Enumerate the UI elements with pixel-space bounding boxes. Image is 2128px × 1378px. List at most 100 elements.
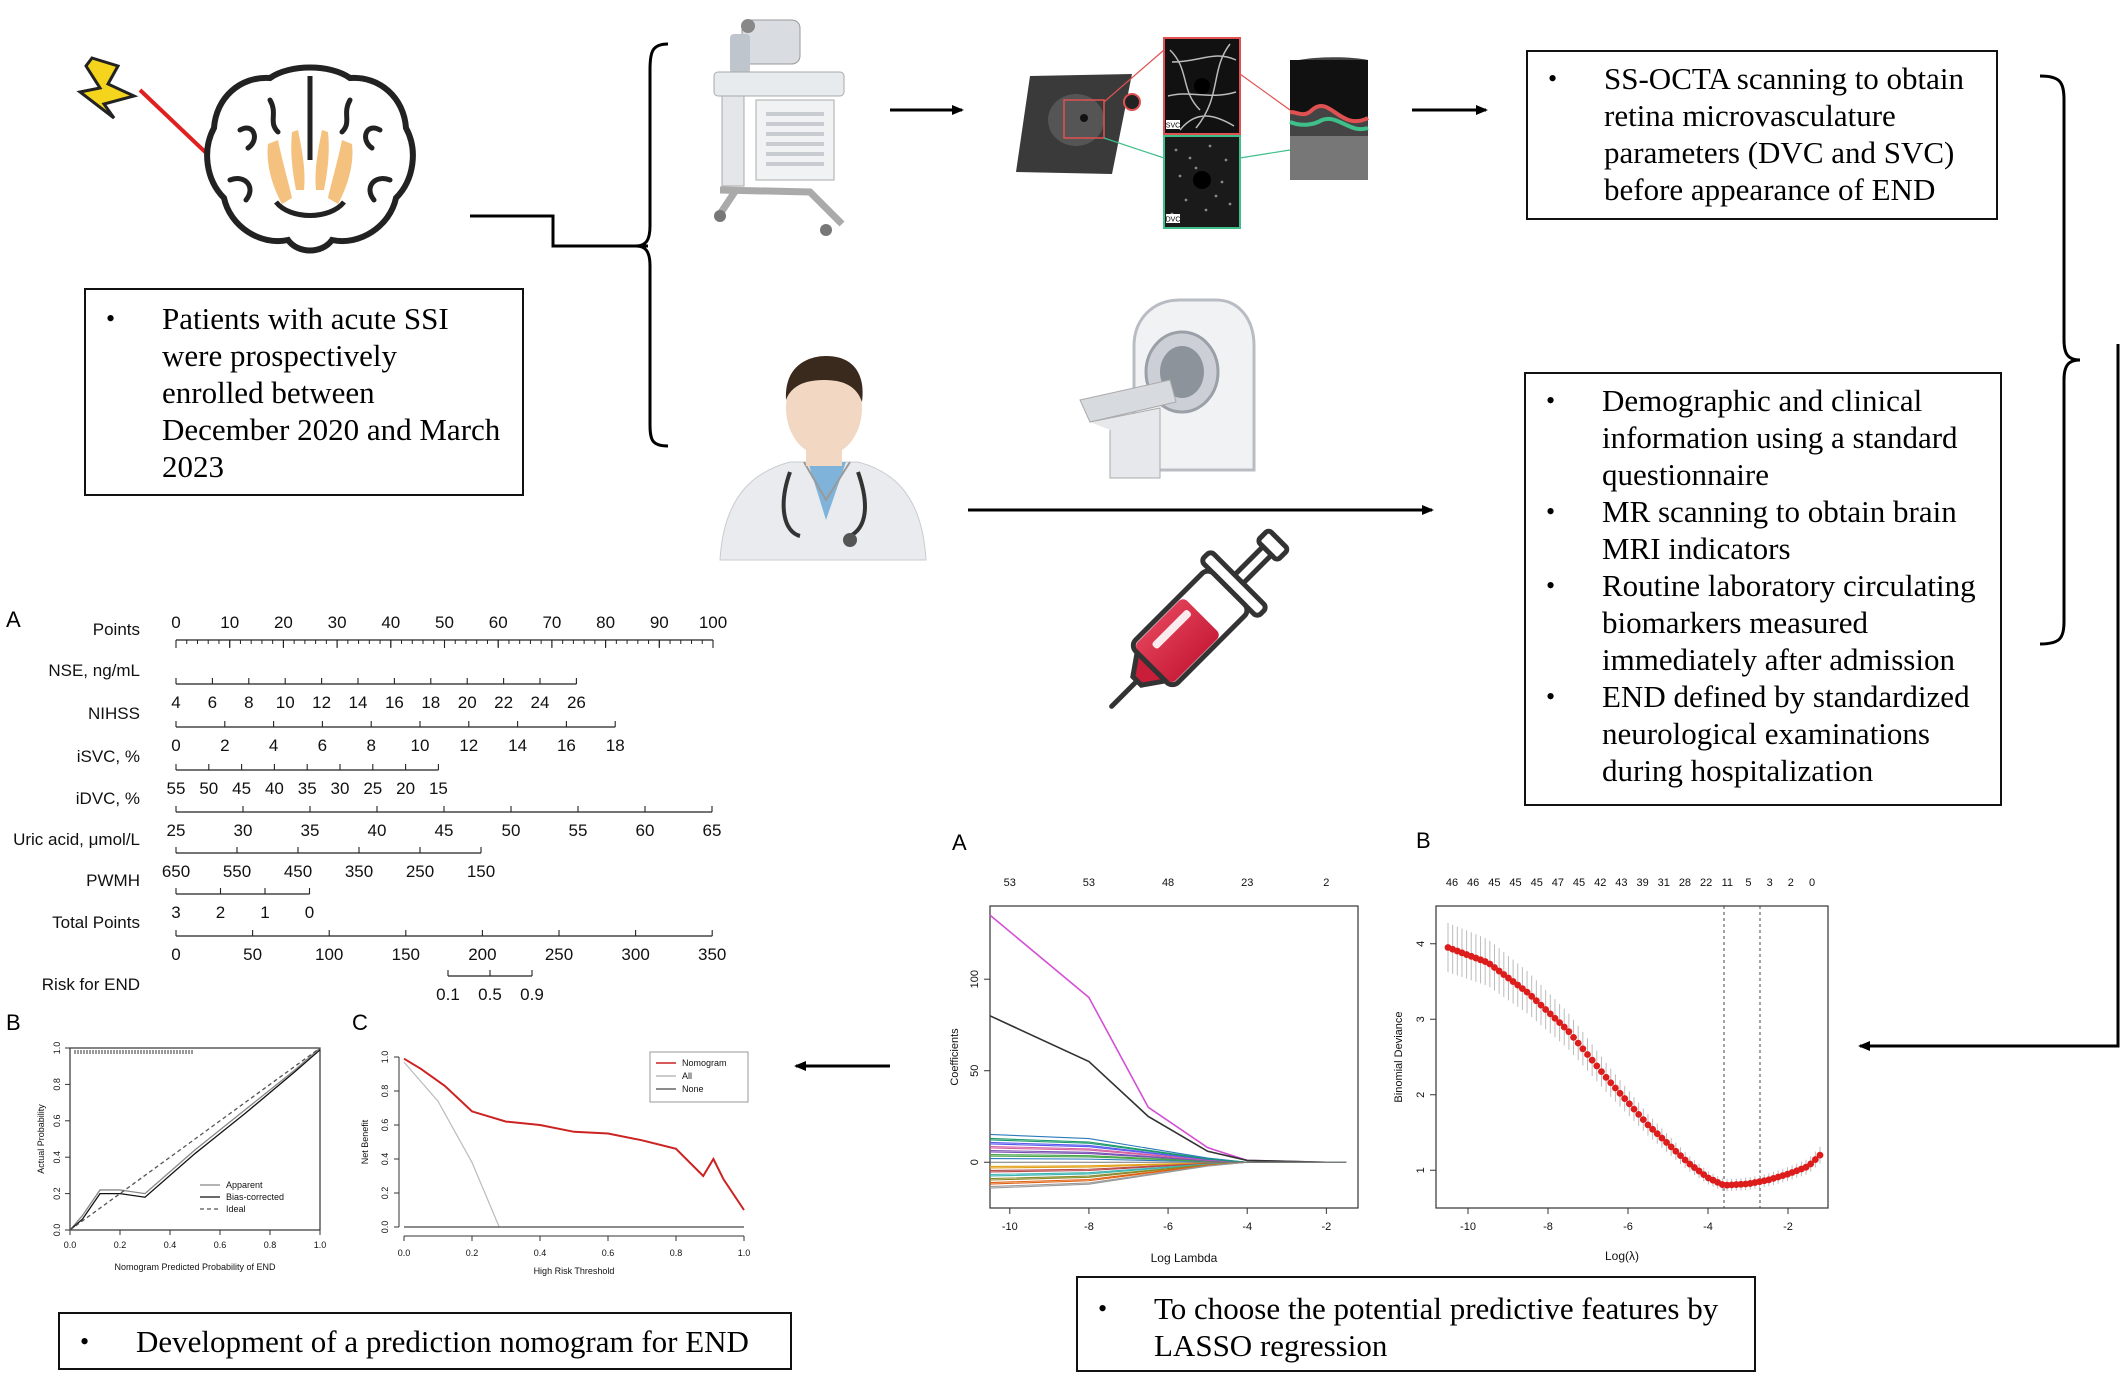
deviance-point (1653, 1130, 1661, 1138)
x-tick-label: -4 (1242, 1221, 1252, 1233)
top-tick-label: 28 (1679, 877, 1691, 889)
nomogram-tick-label: 12 (312, 693, 331, 712)
y-tick-label: 0.8 (380, 1085, 390, 1098)
x-tick-label: -10 (1002, 1221, 1018, 1233)
x-axis-label: Nomogram Predicted Probability of END (114, 1262, 276, 1272)
clinical-item: END defined by standardized neurological… (1526, 678, 2000, 789)
y-tick-label: 3 (1415, 1016, 1427, 1022)
y-tick-label: 0.4 (52, 1151, 62, 1164)
nomogram-tick-label: 60 (636, 821, 655, 840)
deviance-point (1616, 1089, 1624, 1097)
deviance-point (1588, 1056, 1596, 1064)
x-tick-label: 1.0 (314, 1240, 327, 1250)
nomogram-tick-label: 22 (494, 693, 513, 712)
nomogram-tick-label: 50 (502, 821, 521, 840)
top-tick-label: 5 (1745, 877, 1751, 889)
nomogram-tick-label: 18 (421, 693, 440, 712)
nomogram-tick-label: 0 (171, 613, 180, 632)
legend-label: Nomogram (682, 1058, 727, 1068)
x-axis-label: High Risk Threshold (534, 1266, 615, 1276)
dca-series-line (403, 1061, 500, 1228)
nomogram-tick-label: 40 (265, 779, 284, 798)
nomogram-row-label: PWMH (86, 871, 140, 890)
nomogram-tick-label: 65 (703, 821, 722, 840)
nomogram-tick-label: 16 (385, 693, 404, 712)
x-axis-label: Log(λ) (1605, 1249, 1639, 1263)
patients-box: Patients with acute SSI were prospective… (84, 288, 524, 496)
nomogram-tick-label: 55 (167, 779, 186, 798)
top-tick-label: 39 (1636, 877, 1648, 889)
nomogram-tick-label: 18 (606, 736, 625, 755)
y-tick-label: 0.8 (52, 1078, 62, 1091)
nomogram-tick-label: 0.9 (520, 985, 544, 1004)
x-tick-label: 0.8 (670, 1248, 683, 1258)
nomogram-tick-label: 0.1 (436, 985, 460, 1004)
y-tick-label: 0.4 (380, 1153, 390, 1166)
x-tick-label: -6 (1623, 1221, 1633, 1233)
legend-label: Apparent (226, 1180, 263, 1190)
nomogram-tick-label: 30 (331, 779, 350, 798)
octa-text: SS-OCTA scanning to obtain retina microv… (1604, 61, 1965, 207)
nomogram-row-label: NSE, ng/mL (48, 661, 140, 680)
deviance-point (1546, 1010, 1554, 1018)
dvc-label: DVC (1166, 217, 1181, 224)
nomogram-tick-label: 14 (349, 693, 368, 712)
y-tick-label: 1 (1415, 1167, 1427, 1173)
y-tick-label: 100 (969, 970, 981, 988)
top-tick-label: 45 (1573, 877, 1585, 889)
nomogram-tick-label: 350 (345, 862, 373, 881)
clinical-box: Demographic and clinical information usi… (1524, 372, 2002, 806)
nomogram-tick-label: 8 (244, 693, 253, 712)
x-tick-label: -2 (1321, 1221, 1331, 1233)
octa-link-top (1103, 49, 1165, 103)
calibration-series-line (69, 1049, 321, 1231)
nomogram-row-label: Risk for END (42, 975, 140, 994)
top-tick-label: 0 (1809, 877, 1815, 889)
clinical-item: MR scanning to obtain brain MRI indicato… (1526, 493, 2000, 567)
octa-fundus-image (1016, 74, 1141, 174)
dca-series-line (403, 1057, 745, 1211)
nomogram-tick-label: 35 (298, 779, 317, 798)
nomogram-tick-label: 55 (569, 821, 588, 840)
legend-label: Ideal (226, 1204, 246, 1214)
y-tick-label: 0 (969, 1159, 981, 1165)
nomogram-tick-label: 2 (220, 736, 229, 755)
doctor-icon (719, 356, 927, 561)
plot-frame (1435, 905, 1829, 1209)
nomogram-tick-label: 200 (468, 945, 496, 964)
deviance-point (1495, 967, 1503, 975)
nomogram-tick-label: 8 (366, 736, 375, 755)
nomogram-tick-label: 650 (162, 862, 190, 881)
top-tick-label: 2 (1788, 877, 1794, 889)
nomogram-tick-label: 20 (458, 693, 477, 712)
deviance-point (1579, 1045, 1587, 1053)
plot-frame (989, 905, 1359, 1209)
x-tick-label: 0.6 (214, 1240, 227, 1250)
deviance-point (1635, 1110, 1643, 1118)
syringe-icon (1109, 528, 1290, 709)
octa-box: SS-OCTA scanning to obtain retina microv… (1526, 50, 1998, 220)
clinical-item: Routine laboratory circulating biomarker… (1526, 567, 2000, 678)
nomogram-tick-label: 50 (435, 613, 454, 632)
nomogram-tick-label: 4 (171, 693, 180, 712)
deviance-point (1691, 1164, 1698, 1171)
deviance-point (1667, 1143, 1675, 1151)
nomogram-row-label: Total Points (52, 913, 140, 932)
deviance-point (1816, 1151, 1824, 1159)
deviance-point (1602, 1073, 1610, 1081)
x-tick-label: -8 (1543, 1221, 1553, 1233)
nomogram-tick-label: 0 (305, 903, 314, 922)
y-tick-label: 0.6 (380, 1119, 390, 1132)
x-tick-label: 0.0 (398, 1248, 411, 1258)
lasso-panel-letter-a: A (952, 830, 967, 855)
svc-angiogram-image: SVC (1163, 37, 1241, 135)
nomogram-tick-label: 0.5 (478, 985, 502, 1004)
nomogram-tick-label: 40 (381, 613, 400, 632)
lasso-box: To choose the potential predictive featu… (1076, 1276, 1756, 1372)
nomogram-tick-label: 26 (567, 693, 586, 712)
nomogram-tick-label: 3 (171, 903, 180, 922)
dvc-angiogram-image: DVC (1163, 135, 1241, 229)
octa-machine-icon (713, 19, 845, 236)
deviance-point (1532, 997, 1540, 1005)
y-tick-label: 50 (969, 1065, 981, 1077)
